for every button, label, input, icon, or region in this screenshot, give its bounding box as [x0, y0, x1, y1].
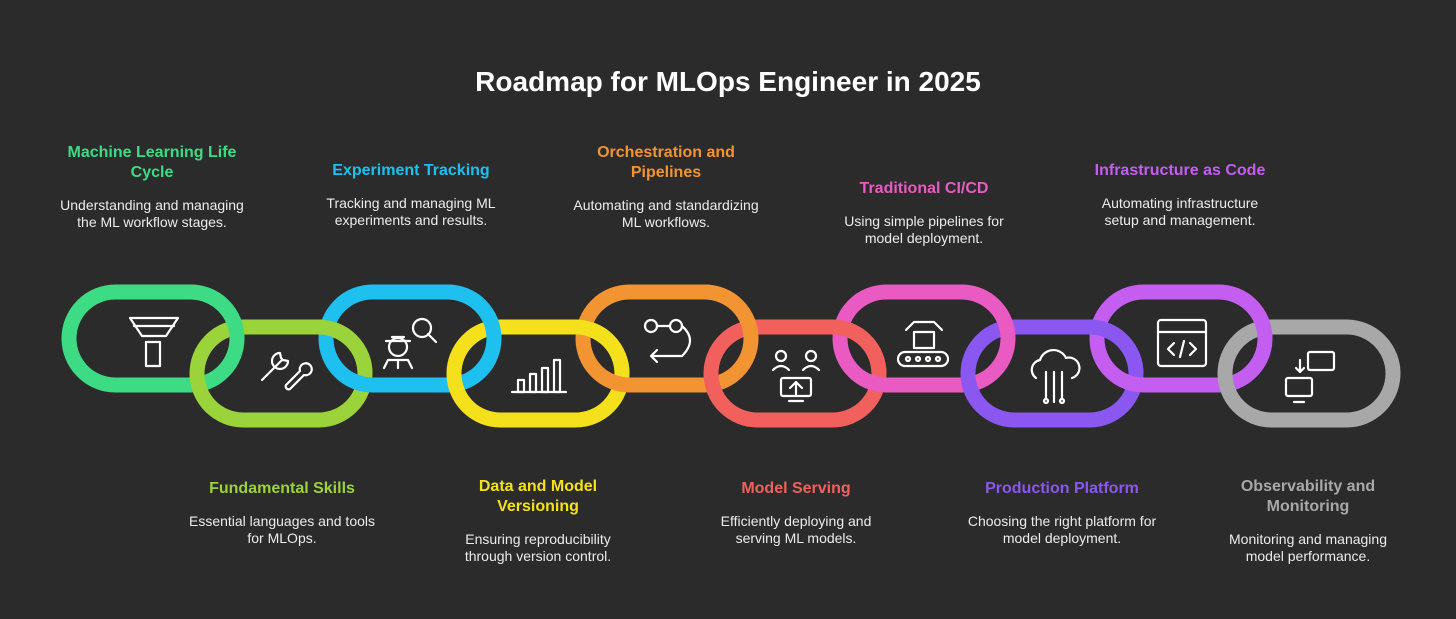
- wrench-icon: [260, 351, 313, 391]
- step-description: Understanding and managing the ML workfl…: [60, 197, 244, 230]
- step-experiment-tracking: Experiment Tracking Tracking and managin…: [316, 161, 506, 229]
- step-title: Orchestration and Pipelines: [597, 144, 735, 181]
- interlock-segment: [190, 284, 245, 339]
- step-observability-monitoring: Observability and Monitoring Monitoring …: [1213, 477, 1403, 565]
- interlock-segment: [704, 284, 759, 339]
- step-fundamental-skills: Fundamental Skills Essential languages a…: [187, 479, 377, 547]
- step-ml-life-cycle: Machine Learning Life Cycle Understandin…: [57, 143, 247, 231]
- researcher-search-icon: [382, 317, 438, 370]
- step-description: Tracking and managing ML experiments and…: [326, 195, 496, 228]
- interlock-segment: [1218, 284, 1273, 339]
- interlock-segment: [961, 284, 1016, 339]
- step-title: Experiment Tracking: [332, 162, 490, 179]
- step-description: Efficiently deploying and serving ML mod…: [720, 513, 872, 546]
- step-description: Automating infrastructure setup and mana…: [1101, 195, 1259, 228]
- step-model-serving: Model Serving Efficiently deploying and …: [701, 479, 891, 547]
- interlock-segment: [575, 319, 630, 374]
- step-title: Traditional CI/CD: [859, 180, 989, 197]
- step-production-platform: Production Platform Choosing the right p…: [967, 479, 1157, 547]
- interlock-segment: [1089, 319, 1144, 374]
- step-traditional-cicd: Traditional CI/CD Using simple pipelines…: [829, 179, 1019, 247]
- step-description: Using simple pipelines for model deploym…: [844, 213, 1004, 246]
- step-data-model-versioning: Data and Model Versioning Ensuring repro…: [443, 477, 633, 565]
- step-description: Ensuring reproducibility through version…: [464, 531, 612, 564]
- interlock-segment: [318, 319, 373, 374]
- step-infrastructure-as-code: Infrastructure as Code Automating infras…: [1085, 161, 1275, 229]
- step-title: Infrastructure as Code: [1094, 162, 1266, 179]
- page-title: Roadmap for MLOps Engineer in 2025: [475, 66, 981, 97]
- step-description: Automating and standardizing ML workflow…: [573, 197, 759, 230]
- funnel-icon: [128, 316, 180, 368]
- bar-chart-icon: [510, 358, 568, 394]
- step-description: Essential languages and tools for MLOps.: [188, 513, 376, 546]
- step-title: Model Serving: [741, 480, 851, 497]
- step-description: Monitoring and managing model performanc…: [1229, 531, 1387, 564]
- conveyor-robot-icon: [896, 320, 950, 368]
- step-title: Machine Learning Life Cycle: [67, 144, 237, 181]
- code-box-icon: [1156, 318, 1208, 368]
- step-orchestration-pipelines: Orchestration and Pipelines Automating a…: [571, 143, 761, 231]
- step-title: Observability and Monitoring: [1240, 478, 1376, 515]
- step-title: Fundamental Skills: [209, 480, 355, 497]
- workflow-icon: [643, 318, 692, 364]
- interlock-segment: [447, 284, 502, 339]
- cloud-circuit-icon: [1030, 348, 1081, 405]
- step-title: Production Platform: [985, 480, 1139, 497]
- interlock-segment: [832, 319, 887, 374]
- users-monitor-icon: [771, 349, 821, 403]
- chain-link-observability: [1217, 319, 1401, 428]
- step-description: Choosing the right platform for model de…: [967, 513, 1157, 546]
- step-title: Data and Model Versioning: [478, 478, 598, 515]
- monitors-sync-icon: [1284, 350, 1336, 404]
